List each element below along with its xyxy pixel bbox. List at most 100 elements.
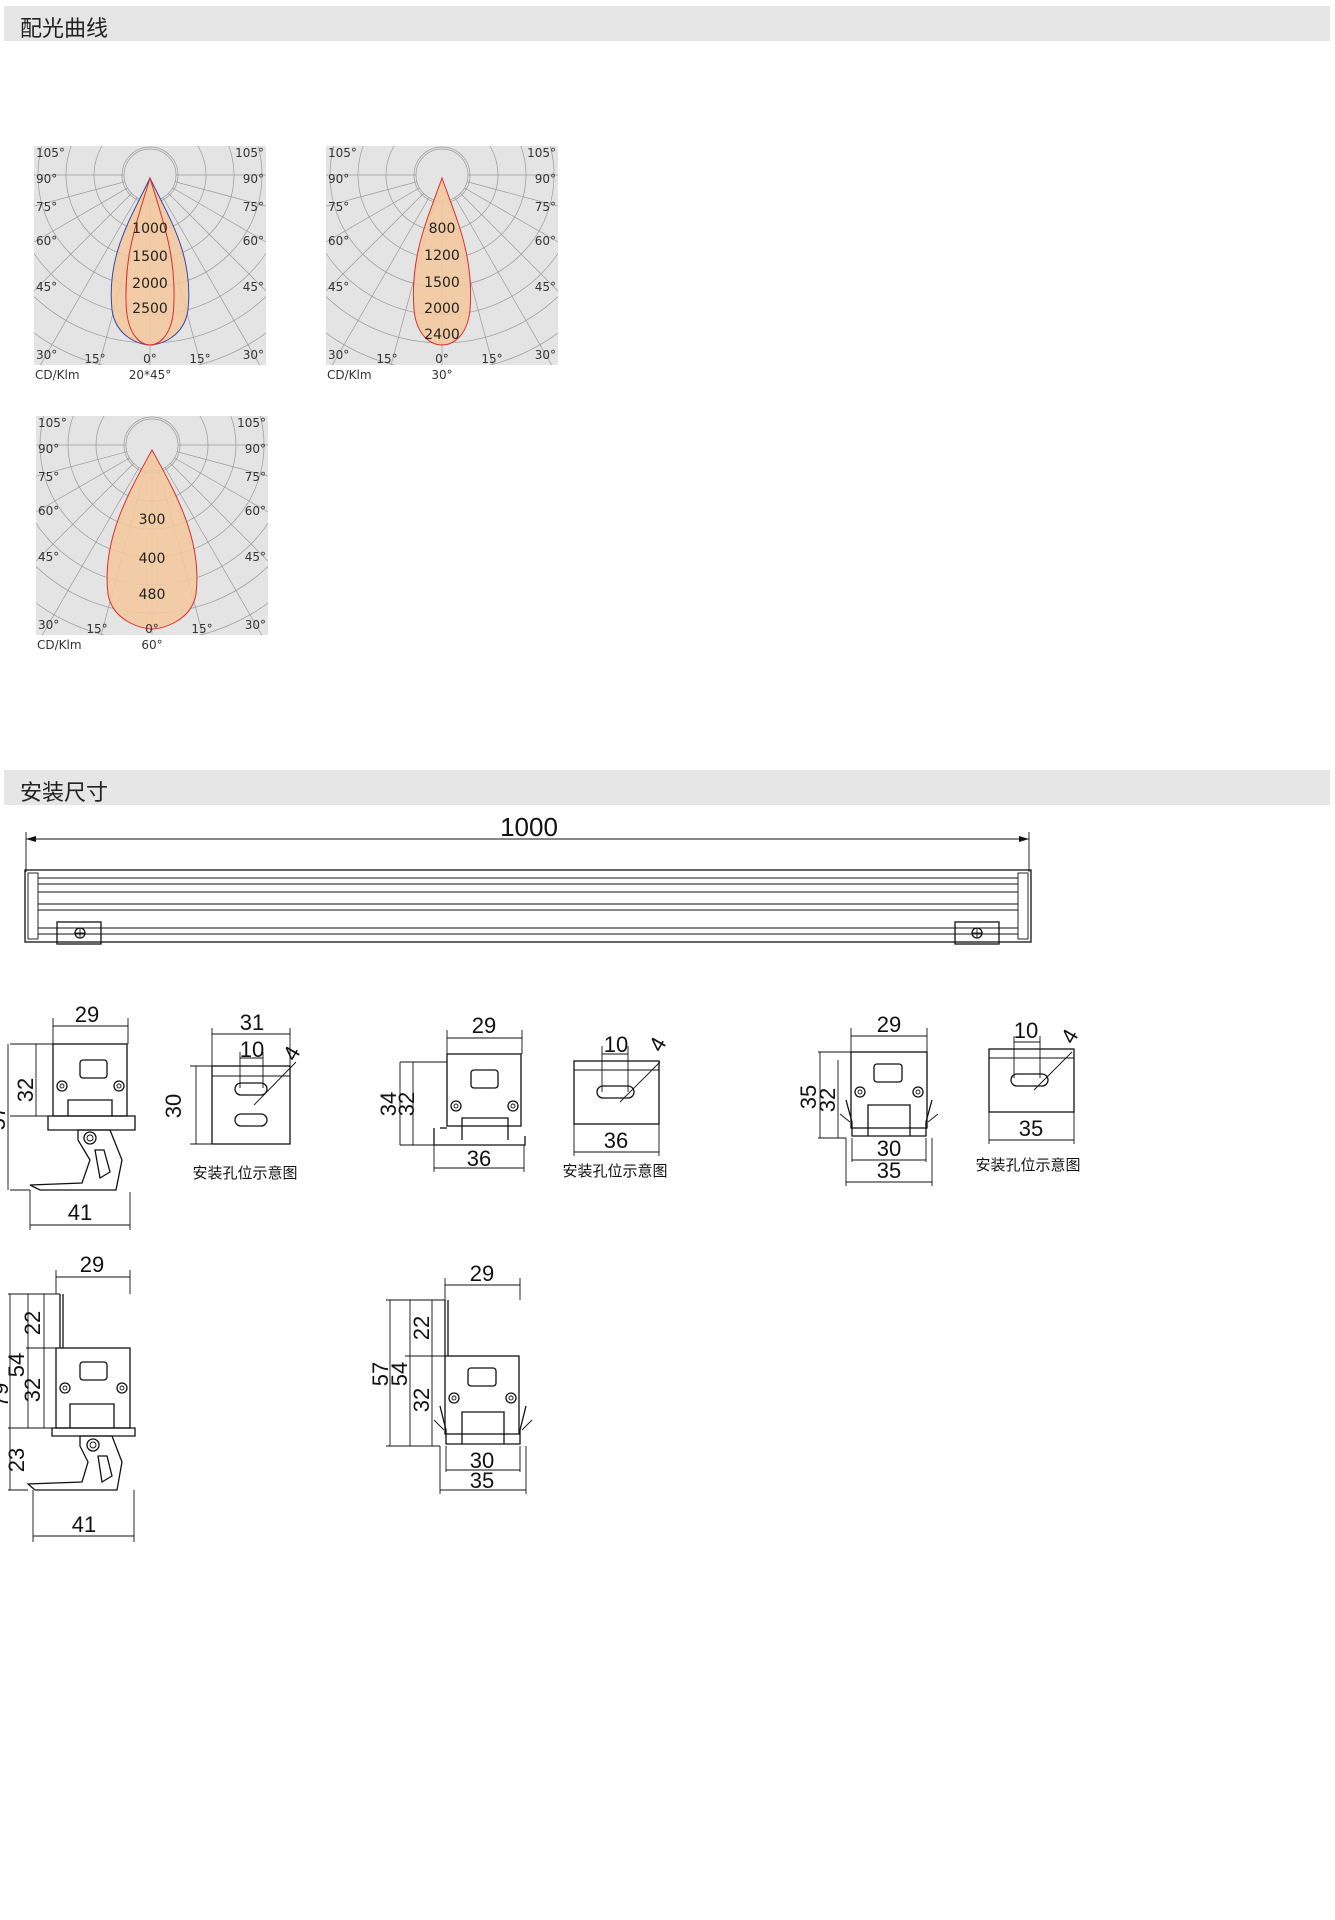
dim-label: 35 xyxy=(470,1468,494,1493)
angle-label: 15° xyxy=(189,352,210,366)
hole-view-2: 10 4 36 安装孔位示意图 xyxy=(562,1032,671,1180)
polar-chart-svg: 105°90°75°60°45°30°105°90°75°60°45°30°15… xyxy=(36,416,268,652)
angle-label: 45° xyxy=(38,550,59,564)
ring-value: 2400 xyxy=(424,327,460,343)
dim-label: 32 xyxy=(815,1088,840,1112)
dim-label: 22 xyxy=(20,1311,45,1335)
dim-label: 34 xyxy=(376,1092,401,1116)
dim-label: 4 xyxy=(278,1042,306,1065)
hole-caption: 安装孔位示意图 xyxy=(562,1162,667,1180)
angle-label: 90° xyxy=(36,172,57,186)
ring-value: 480 xyxy=(139,587,166,603)
ring-value: 2000 xyxy=(424,301,460,317)
angle-label: 90° xyxy=(38,442,59,456)
dim-label: 41 xyxy=(72,1512,96,1537)
section-header-install-size: 安装尺寸 xyxy=(4,770,1330,806)
dim-label: 32 xyxy=(409,1388,434,1412)
dim-label: 30 xyxy=(161,1094,186,1118)
angle-label: 60° xyxy=(36,234,57,248)
ring-value: 1200 xyxy=(424,248,460,264)
section-view-2: 29 34 32 36 xyxy=(376,1013,526,1172)
dim-label: 35 xyxy=(796,1085,821,1109)
dim-label: 4 xyxy=(1056,1025,1084,1048)
dim-label: 29 xyxy=(470,1261,494,1286)
unit-label: CD/Klm xyxy=(37,638,82,652)
dim-label: 35 xyxy=(877,1158,901,1183)
section-title: 配光曲线 xyxy=(20,17,109,42)
length-label: 1000 xyxy=(500,812,558,842)
angle-label: 60° xyxy=(38,504,59,518)
ring-value: 2500 xyxy=(132,301,168,317)
dim-label: 41 xyxy=(68,1200,92,1225)
dim-label: 29 xyxy=(472,1013,496,1038)
dim-label: 29 xyxy=(80,1252,104,1277)
angle-label: 0° xyxy=(435,352,449,366)
beam-angle-label: 60° xyxy=(141,638,162,652)
angle-label: 75° xyxy=(36,200,57,214)
dim-label: 54 xyxy=(4,1353,29,1377)
angle-label: 15° xyxy=(191,622,212,636)
angle-label: 90° xyxy=(328,172,349,186)
section-view-1: 29 32 57 41 xyxy=(0,1002,136,1230)
angle-label: 75° xyxy=(245,470,266,484)
dim-label: 31 xyxy=(240,1010,264,1035)
hole-caption: 安装孔位示意图 xyxy=(192,1164,297,1182)
section-view-5: 29 57 54 22 32 30 35 xyxy=(368,1261,533,1494)
beam-angle-label: 20*45° xyxy=(129,368,172,382)
hole-view-3: 10 4 35 安装孔位示意图 xyxy=(975,1018,1083,1174)
beam-shape-inner xyxy=(125,176,175,346)
angle-label: 45° xyxy=(36,280,57,294)
dim-label: 32 xyxy=(13,1078,38,1102)
dim-label: 4 xyxy=(644,1033,672,1056)
unit-label: CD/Klm xyxy=(35,368,80,382)
polar-chart-3: 105°90°75°60°45°30°105°90°75°60°45°30°15… xyxy=(35,415,271,655)
dim-label: 54 xyxy=(387,1362,412,1386)
dim-label: 10 xyxy=(604,1032,628,1057)
angle-label: 30° xyxy=(38,618,59,632)
angle-label: 75° xyxy=(243,200,264,214)
dim-label: 57 xyxy=(368,1362,393,1386)
dim-label: 23 xyxy=(4,1448,29,1472)
fixture-side-view xyxy=(24,869,1032,945)
ring-value: 300 xyxy=(139,512,166,528)
angle-label: 15° xyxy=(481,352,502,366)
angle-label: 0° xyxy=(145,622,159,636)
angle-label: 75° xyxy=(535,200,556,214)
dim-label: 22 xyxy=(409,1316,434,1340)
angle-label: 60° xyxy=(535,234,556,248)
angle-label: 60° xyxy=(243,234,264,248)
dim-label: 30 xyxy=(877,1136,901,1161)
angle-label: 105° xyxy=(527,146,556,160)
ring-value: 2000 xyxy=(132,276,168,292)
hole-caption: 安装孔位示意图 xyxy=(975,1156,1080,1174)
polar-chart-svg: 105°90°75°60°45°30°105°90°75°60°45°30°15… xyxy=(34,146,266,382)
polar-chart-svg: 105°90°75°60°45°30°105°90°75°60°45°30°15… xyxy=(326,146,558,382)
ring-value: 800 xyxy=(429,221,456,237)
dim-label: 10 xyxy=(240,1037,264,1062)
dim-label: 30 xyxy=(470,1448,494,1473)
angle-label: 30° xyxy=(36,348,57,362)
section-header-light-curve: 配光曲线 xyxy=(4,6,1330,42)
length-dimension: 1000 xyxy=(25,812,1030,872)
angle-label: 45° xyxy=(328,280,349,294)
angle-label: 105° xyxy=(36,146,65,160)
angle-label: 105° xyxy=(328,146,357,160)
beam-shape xyxy=(412,176,472,346)
dim-label: 36 xyxy=(467,1146,491,1171)
section-view-4: 29 79 54 22 32 23 41 xyxy=(0,1252,136,1542)
dimension-drawing: 1000 29 xyxy=(0,812,1083,1542)
dim-label: 32 xyxy=(394,1092,419,1116)
angle-label: 75° xyxy=(38,470,59,484)
angle-label: 60° xyxy=(328,234,349,248)
dim-label: 36 xyxy=(604,1128,628,1153)
angle-label: 30° xyxy=(245,618,266,632)
angle-label: 105° xyxy=(38,416,67,430)
hole-view-1: 31 10 4 30 安装孔位示意图 xyxy=(161,1010,305,1182)
ring-value: 1000 xyxy=(132,221,168,237)
angle-label: 105° xyxy=(237,416,266,430)
dim-label: 29 xyxy=(75,1002,99,1027)
angle-label: 90° xyxy=(245,442,266,456)
dim-label: 29 xyxy=(877,1012,901,1037)
angle-label: 0° xyxy=(143,352,157,366)
angle-label: 45° xyxy=(535,280,556,294)
